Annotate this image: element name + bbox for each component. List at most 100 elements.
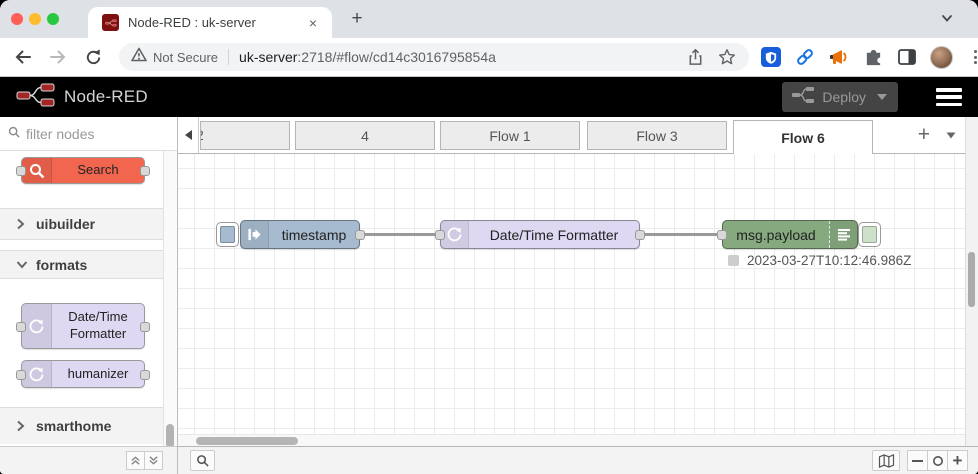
collapse-all-button[interactable] bbox=[126, 451, 145, 470]
palette-footer bbox=[0, 446, 177, 474]
zoom-window-button[interactable] bbox=[47, 13, 59, 25]
palette-category-smarthome[interactable]: smarthome bbox=[0, 407, 163, 444]
timer-icon bbox=[22, 361, 52, 387]
node-input-port bbox=[16, 370, 26, 380]
bitwarden-extension-icon[interactable] bbox=[759, 45, 783, 69]
debug-toggle-button[interactable] bbox=[858, 222, 881, 247]
palette-scrollbar-thumb[interactable] bbox=[166, 424, 174, 446]
browser-toolbar: Not Secure uk-server:2718/#flow/cd14c301… bbox=[0, 38, 978, 77]
palette-node-label: Date/Time Formatter bbox=[68, 309, 128, 341]
deploy-button[interactable]: Deploy bbox=[782, 82, 898, 112]
browser-tab[interactable]: Node-RED : uk-server × bbox=[88, 7, 332, 38]
tab-search-chevron-down-icon[interactable] bbox=[940, 11, 954, 30]
nodered-header: Node-RED Deploy bbox=[0, 77, 978, 117]
flow-tab-flow3[interactable]: Flow 3 bbox=[587, 121, 727, 150]
not-secure-label: Not Secure bbox=[153, 49, 219, 65]
node-output-port[interactable] bbox=[355, 230, 365, 240]
node-input-port[interactable] bbox=[717, 230, 727, 240]
workspace: 2 4 Flow 1 Flow 3 Flow 6 + bbox=[178, 117, 978, 474]
extensions-puzzle-icon[interactable] bbox=[861, 45, 885, 69]
datetime-formatter-node[interactable]: Date/Time Formatter bbox=[435, 220, 645, 249]
url-path: :2718/#flow/cd14c3016795854a bbox=[297, 49, 496, 65]
timer-icon bbox=[22, 304, 52, 348]
link-extension-icon[interactable] bbox=[793, 45, 817, 69]
nodered-logo-icon bbox=[16, 82, 56, 113]
browser-tab-strip: Node-RED : uk-server × + bbox=[0, 0, 978, 38]
search-icon bbox=[22, 158, 52, 183]
not-secure-warning-icon[interactable] bbox=[131, 47, 147, 67]
share-button[interactable] bbox=[683, 45, 707, 69]
palette-node-label: Search bbox=[77, 162, 119, 178]
window-scrollbar-thumb[interactable] bbox=[968, 252, 975, 307]
profile-avatar[interactable] bbox=[929, 45, 953, 69]
main-menu-hamburger-icon[interactable] bbox=[936, 88, 962, 106]
node-output-port[interactable] bbox=[635, 230, 645, 240]
flow-canvas[interactable]: timestamp Date/Time Formatter msg.payloa… bbox=[178, 154, 978, 446]
category-label: formats bbox=[36, 256, 88, 273]
flow-tab-2[interactable]: 2 bbox=[200, 121, 290, 150]
url-text: uk-server:2718/#flow/cd14c3016795854a bbox=[239, 49, 496, 65]
reload-button[interactable] bbox=[80, 44, 106, 70]
browser-tab-title: Node-RED : uk-server bbox=[128, 15, 256, 30]
url-host: uk-server bbox=[239, 49, 298, 65]
side-panel-icon[interactable] bbox=[895, 45, 919, 69]
palette-category-uibuilder[interactable]: uibuilder bbox=[0, 208, 163, 240]
url-divider bbox=[228, 49, 230, 65]
url-bar[interactable]: Not Secure uk-server:2718/#flow/cd14c301… bbox=[119, 43, 749, 71]
flow-list-chevron-down-icon[interactable] bbox=[946, 126, 956, 144]
zoom-reset-button[interactable] bbox=[927, 450, 948, 471]
zoom-in-button[interactable]: + bbox=[947, 450, 968, 471]
flow-tab-flow1[interactable]: Flow 1 bbox=[440, 121, 580, 150]
palette-scrollbar[interactable] bbox=[163, 151, 177, 446]
expand-all-button[interactable] bbox=[144, 451, 163, 470]
palette-body: Search uibuilder formats bbox=[0, 151, 177, 446]
megaphone-extension-icon[interactable] bbox=[827, 45, 851, 69]
inject-arrow-icon bbox=[241, 221, 269, 248]
palette-node-humanizer[interactable]: humanizer bbox=[16, 360, 150, 388]
new-tab-button[interactable]: + bbox=[351, 8, 363, 29]
node-label: timestamp bbox=[281, 226, 347, 243]
palette-node-datetime-formatter[interactable]: Date/Time Formatter bbox=[16, 303, 150, 349]
flow-tab-flow6-active[interactable]: Flow 6 bbox=[733, 120, 873, 154]
chevron-right-icon bbox=[16, 218, 28, 230]
zoom-out-button[interactable] bbox=[907, 450, 928, 471]
node-output-port bbox=[140, 322, 150, 332]
palette-category-formats[interactable]: formats bbox=[0, 250, 163, 279]
minimize-window-button[interactable] bbox=[29, 13, 41, 25]
flow-tab-bar: 2 4 Flow 1 Flow 3 Flow 6 + bbox=[178, 117, 978, 154]
back-button[interactable] bbox=[10, 44, 36, 70]
flow-tab-4[interactable]: 4 bbox=[295, 121, 435, 150]
debug-node-msg-payload[interactable]: msg.payload bbox=[717, 220, 881, 249]
close-window-button[interactable] bbox=[11, 13, 23, 25]
palette-node-label: humanizer bbox=[67, 365, 129, 381]
scroll-tabs-left-button[interactable] bbox=[178, 117, 199, 153]
node-label: msg.payload bbox=[736, 226, 816, 243]
filter-nodes-input[interactable] bbox=[26, 125, 156, 142]
node-output-port bbox=[140, 370, 150, 380]
node-input-port[interactable] bbox=[435, 230, 445, 240]
window-scrollbar[interactable] bbox=[965, 117, 978, 446]
workspace-footer: + bbox=[178, 446, 978, 474]
close-tab-icon[interactable]: × bbox=[308, 14, 318, 31]
canvas-horizontal-scrollbar[interactable] bbox=[178, 434, 966, 446]
node-output-port bbox=[140, 166, 150, 176]
inject-node-timestamp[interactable]: timestamp bbox=[216, 220, 365, 249]
zoom-controls: + bbox=[907, 450, 968, 471]
deploy-options-chevron-down-icon[interactable] bbox=[876, 88, 888, 106]
debug-list-icon bbox=[829, 221, 857, 248]
inject-trigger-button[interactable] bbox=[216, 222, 239, 247]
add-flow-button[interactable]: + bbox=[917, 123, 930, 146]
category-label: smarthome bbox=[36, 418, 112, 434]
timer-icon bbox=[441, 221, 469, 248]
app-title: Node-RED bbox=[64, 87, 148, 106]
bookmark-star-icon[interactable] bbox=[715, 45, 739, 69]
palette-node-search[interactable]: Search bbox=[16, 157, 150, 184]
palette-filter bbox=[0, 117, 177, 151]
status-text: 2023-03-27T10:12:46.986Z bbox=[747, 253, 912, 268]
navigator-map-button[interactable] bbox=[872, 450, 900, 471]
browser-menu-kebab-icon[interactable] bbox=[963, 45, 978, 69]
search-flows-button[interactable] bbox=[190, 450, 215, 471]
horizontal-scrollbar-thumb[interactable] bbox=[196, 437, 298, 445]
category-label: uibuilder bbox=[36, 216, 96, 232]
forward-button[interactable] bbox=[45, 44, 71, 70]
